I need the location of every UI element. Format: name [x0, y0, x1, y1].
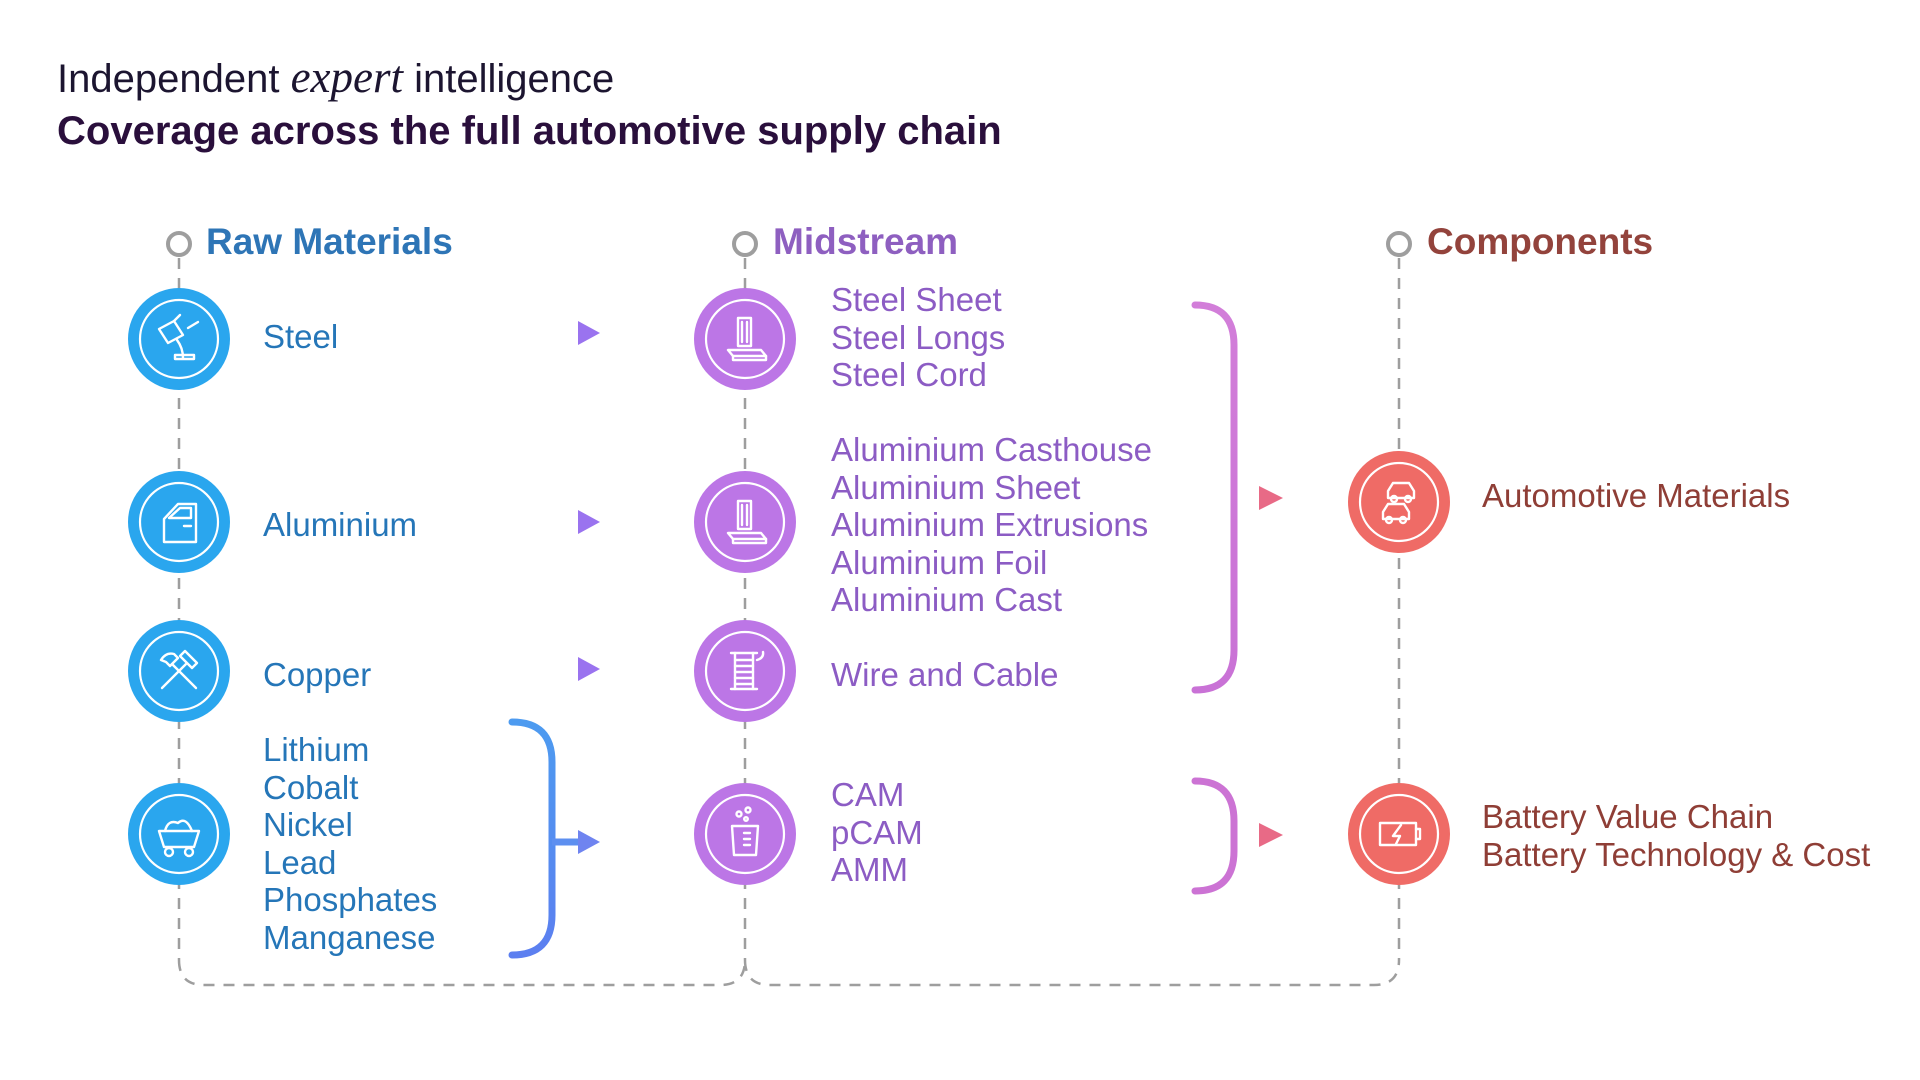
label-steel: Steel [263, 318, 339, 355]
raw-column-marker [166, 231, 192, 257]
column-title-components: Components [1427, 221, 1654, 262]
list-item: AMM [831, 851, 908, 888]
list-item: pCAM [831, 813, 923, 851]
arrow-copper [508, 657, 600, 681]
steel-icon [128, 288, 230, 390]
list-item: Lead [263, 843, 337, 881]
list-item: Aluminium Foil [831, 543, 1048, 581]
label-battery-components: Battery Value Chain Battery Technology &… [1482, 798, 1870, 873]
list-item: Steel Cord [831, 356, 987, 393]
brace-midstream-battery [1191, 777, 1283, 895]
battery-icon [1348, 783, 1450, 885]
arrow-steel [508, 321, 600, 345]
brace-midstream-metals [1191, 301, 1283, 694]
header-tagline: Independent expert intelligence [57, 52, 615, 102]
label-automotive-materials: Automotive Materials [1482, 477, 1791, 514]
list-item: Lithium [263, 731, 370, 768]
page-title: Coverage across the full automotive supp… [57, 109, 1002, 153]
column-title-midstream: Midstream [773, 221, 959, 262]
beaker-icon [694, 783, 796, 885]
label-wire-and-cable: Wire and Cable [831, 656, 1059, 693]
mine-cart-icon [128, 783, 230, 885]
list-item: Manganese [263, 918, 436, 956]
list-item: CAM [831, 776, 905, 813]
crossed-hammers-icon [128, 620, 230, 722]
list-item: Nickel [263, 806, 353, 843]
column-title-raw-materials: Raw Materials [206, 221, 453, 262]
page-header: Independent expert intelligence Coverage… [57, 50, 1002, 156]
mid-column-marker [732, 231, 758, 257]
arrow-aluminium [508, 510, 600, 534]
coil-roll-icon [694, 471, 796, 573]
list-item: Battery Technology & Cost [1482, 835, 1871, 873]
brace-battery-metals [508, 718, 600, 959]
label-battery-metals: Lithium Cobalt Nickel Lead Phosphates Ma… [263, 731, 437, 956]
list-item: Aluminium Casthouse [831, 431, 1152, 468]
cars-icon [1348, 451, 1450, 553]
list-item: Phosphates [263, 881, 438, 918]
cable-spool-icon [694, 620, 796, 722]
list-item: Battery Value Chain [1482, 798, 1774, 835]
list-item: Cobalt [263, 768, 359, 806]
list-item: Steel Sheet [831, 281, 1002, 318]
label-copper: Copper [263, 656, 372, 693]
list-item: Aluminium Extrusions [831, 506, 1149, 543]
label-steel-products: Steel Sheet Steel Longs Steel Cord [831, 281, 1005, 394]
comp-column-marker [1386, 231, 1412, 257]
coil-roll-icon [694, 288, 796, 390]
list-item: Steel Longs [831, 318, 1006, 356]
list-item: Aluminium Sheet [831, 468, 1081, 506]
car-door-icon [128, 471, 230, 573]
label-battery-materials: CAM pCAM AMM [831, 776, 923, 889]
label-aluminium: Aluminium [263, 506, 418, 543]
list-item: Aluminium Cast [831, 581, 1063, 618]
label-aluminium-products: Aluminium Casthouse Aluminium Sheet Alum… [831, 431, 1152, 619]
